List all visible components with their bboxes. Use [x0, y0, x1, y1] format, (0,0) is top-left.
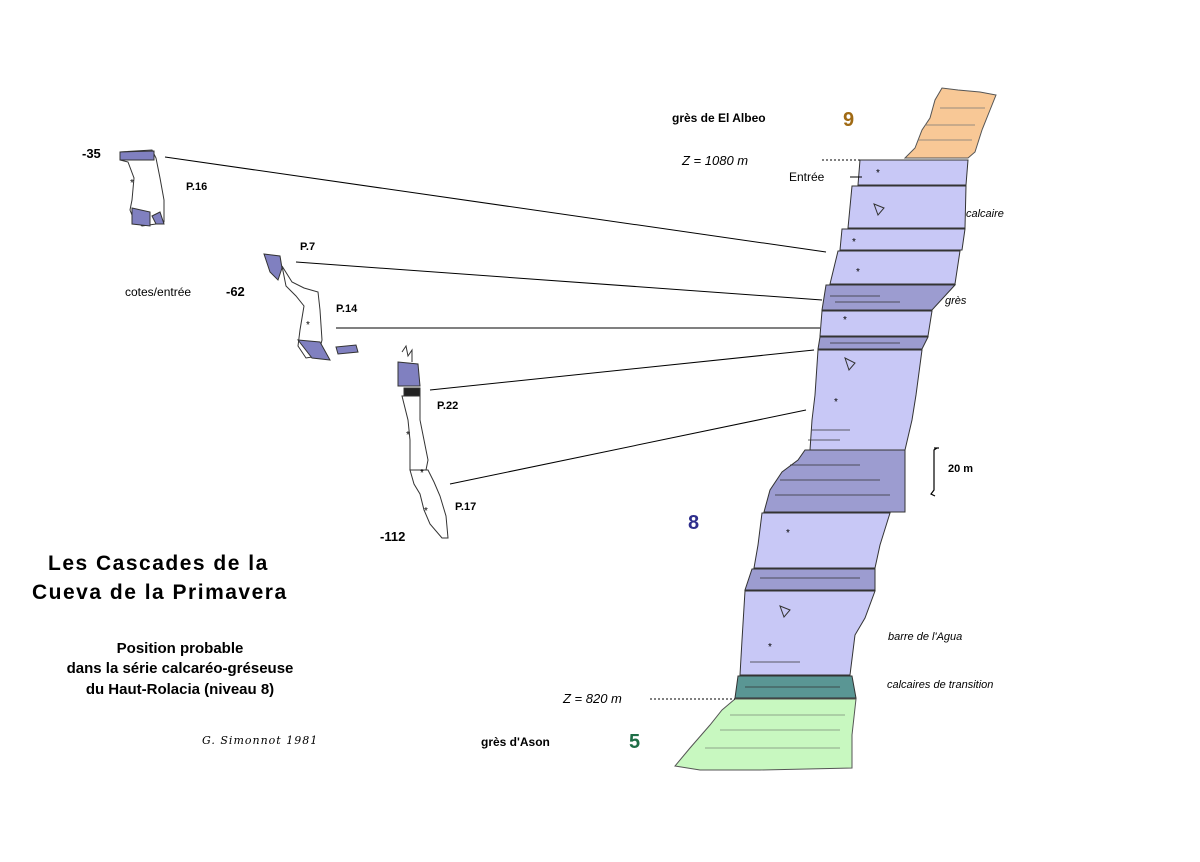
calcaire-block-6	[809, 349, 923, 451]
svg-text:*: *	[768, 642, 772, 653]
depth-112: -112	[380, 529, 405, 544]
calcaire-block-1	[857, 159, 969, 186]
column-labels: grès de El Albeo 9 Z = 1080 m Entrée cal…	[481, 109, 1004, 753]
subtitle-line-3: du Haut-Rolacia (niveau 8)	[86, 681, 274, 698]
svg-text:*: *	[424, 506, 428, 517]
z-bottom-label: Z = 820 m	[562, 691, 622, 706]
svg-text:*: *	[306, 320, 310, 331]
gres-ason-label: grès d'Ason	[481, 735, 550, 749]
svg-text:*: *	[130, 178, 134, 189]
pitch-p17: P.17	[455, 501, 476, 513]
pitch-labels: P.16 P.7 P.14 P.22 P.17	[186, 181, 476, 513]
stratigraphic-column: * * * * * * *	[674, 87, 997, 771]
pitch-p14: P.14	[336, 303, 358, 315]
svg-text:*: *	[420, 468, 424, 479]
barre-label: barre de l'Agua	[888, 631, 962, 643]
z-top-label: Z = 1080 m	[681, 153, 748, 168]
level-8: 8	[688, 512, 699, 534]
level-9: 9	[843, 109, 854, 131]
depth-62: -62	[226, 284, 245, 299]
p17-shaft	[409, 469, 449, 539]
p22-shaft	[401, 395, 429, 471]
title-block: Les Cascades de la Cueva de la Primavera…	[32, 552, 318, 747]
svg-text:*: *	[876, 168, 880, 179]
subtitle-line-2: dans la série calcaréo-gréseuse	[67, 660, 294, 677]
calcaire-block-3	[839, 228, 966, 251]
depth-35: -35	[82, 146, 101, 161]
gres-band-1	[821, 284, 957, 311]
level-5: 5	[629, 731, 640, 753]
svg-text:*: *	[856, 267, 860, 278]
subtitle-line-1: Position probable	[117, 640, 244, 657]
level-markers	[650, 159, 862, 700]
calcaire-block-4	[829, 250, 961, 285]
title-line-1: Les Cascades de la	[48, 552, 269, 575]
pitch-p7: P.7	[300, 241, 315, 253]
svg-text:*: *	[834, 397, 838, 408]
signature: G. Simonnot 1981	[202, 734, 318, 747]
entree-label: Entrée	[789, 170, 825, 184]
svg-text:*: *	[843, 315, 847, 326]
gres-band-4	[744, 568, 876, 591]
svg-text:*: *	[406, 430, 410, 441]
albeo-layer	[903, 87, 997, 159]
correlation-lines	[164, 156, 827, 485]
gres-label: grès	[945, 295, 967, 307]
scale-label: 20 m	[948, 463, 973, 475]
ason-layer	[674, 698, 857, 771]
depth-labels: -35 cotes/entrée -62 -112	[82, 146, 405, 544]
cotes-label: cotes/entrée	[125, 285, 191, 299]
gres-band-3	[763, 449, 906, 513]
gres-albeo-label: grès de El Albeo	[672, 111, 766, 125]
pitch-p22: P.22	[437, 400, 458, 412]
title-line-2: Cueva de la Primavera	[32, 581, 288, 604]
calcaire-block-2	[847, 185, 967, 229]
calcaire-label: calcaire	[966, 208, 1004, 220]
calcaire-block-7	[753, 512, 891, 569]
pitch-p16: P.16	[186, 181, 207, 193]
cave-sections: * * * * *	[119, 149, 449, 539]
scale-bar	[930, 447, 939, 497]
calcaire-block-5	[819, 310, 933, 337]
p16-shaft	[119, 149, 165, 227]
svg-text:*: *	[852, 237, 856, 248]
transition-label: calcaires de transition	[887, 679, 993, 691]
calcaire-block-8	[739, 590, 876, 676]
svg-text:*: *	[786, 528, 790, 539]
